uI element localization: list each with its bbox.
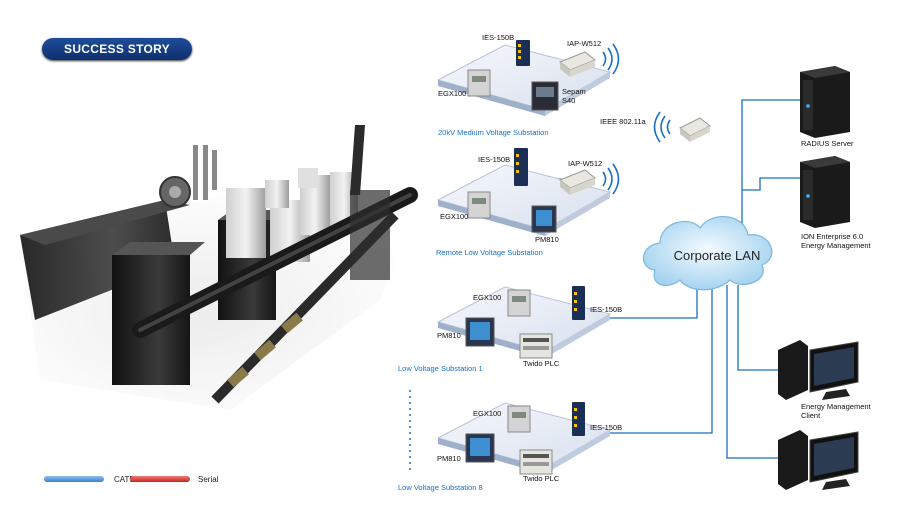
ap-label: IAP-W512 bbox=[567, 39, 602, 48]
substation-name: Remote Low Voltage Substation bbox=[436, 248, 543, 257]
ies-150b-switch bbox=[572, 402, 585, 436]
twido-plc bbox=[519, 333, 553, 359]
substation-name: 20kV Medium Voltage Substation bbox=[438, 128, 549, 137]
legend-serial-label: Serial bbox=[198, 475, 219, 484]
corporate-lan-cloud bbox=[643, 216, 773, 291]
iap-w512-access-point bbox=[559, 169, 596, 195]
iap-w512-access-point bbox=[559, 51, 596, 77]
ap-label: IAP-W512 bbox=[568, 159, 603, 168]
switch-label: IES-150B bbox=[482, 33, 515, 42]
egx100-gateway bbox=[467, 191, 491, 219]
meter-label: PM810 bbox=[437, 454, 461, 463]
legend-serial-swatch bbox=[130, 476, 190, 482]
radius-server-icon bbox=[800, 66, 850, 138]
wireless-bridge-icon bbox=[679, 117, 711, 142]
ion-enterprise-label: ION Enterprise 6.0 Energy Management bbox=[801, 232, 871, 250]
plc-label: Twido PLC bbox=[523, 474, 560, 483]
switch-label: IES-150B bbox=[590, 305, 623, 314]
switch-label: IES-150B bbox=[478, 155, 511, 164]
energy-client-label: Energy Management Client bbox=[801, 402, 871, 420]
meter-label: PM810 bbox=[535, 235, 559, 244]
ies-150b-switch bbox=[514, 148, 528, 186]
substation-name: Low Voltage Substation 1 bbox=[398, 364, 483, 373]
egx100-gateway bbox=[507, 405, 531, 433]
plant-illustration bbox=[20, 125, 420, 410]
wifi-signal-icon bbox=[653, 111, 671, 143]
twido-plc bbox=[519, 449, 553, 475]
pm810-meter bbox=[465, 433, 495, 463]
energy-client-workstation-icon bbox=[778, 430, 859, 490]
legend-cat5e-label: CAT5e bbox=[114, 475, 139, 484]
ies-150b-switch bbox=[572, 286, 585, 320]
energy-client-workstation-icon bbox=[778, 340, 859, 400]
legend-cat5e-swatch bbox=[44, 476, 104, 482]
egx100-gateway bbox=[507, 289, 531, 317]
success-story-badge: SUCCESS STORY bbox=[42, 38, 192, 60]
wifi-signal-icon bbox=[602, 163, 620, 195]
meter-label: PM810 bbox=[437, 331, 461, 340]
pm810-meter bbox=[465, 317, 495, 347]
gateway-label: EGX100 bbox=[440, 212, 469, 221]
ion-enterprise-server-icon bbox=[800, 156, 850, 228]
switch-label: IES-150B bbox=[590, 423, 623, 432]
wireless-label: IEEE 802.11a bbox=[600, 117, 646, 126]
relay-label: Sepam S40 bbox=[562, 87, 586, 105]
gateway-label: EGX100 bbox=[473, 409, 502, 418]
gateway-label: EGX100 bbox=[438, 89, 467, 98]
sepam-s40-relay bbox=[531, 81, 559, 111]
wifi-signal-icon bbox=[602, 43, 620, 75]
substation-name: Low Voltage Substation 8 bbox=[398, 483, 483, 492]
corporate-lan-label: Corporate LAN bbox=[673, 248, 761, 263]
plc-label: Twido PLC bbox=[523, 359, 560, 368]
badge-title: SUCCESS STORY bbox=[64, 42, 170, 56]
egx100-gateway bbox=[467, 69, 491, 97]
ies-150b-switch bbox=[516, 40, 530, 66]
gateway-label: EGX100 bbox=[473, 293, 502, 302]
pm810-meter bbox=[531, 205, 557, 233]
radius-server-label: RADIUS Server bbox=[801, 139, 854, 148]
